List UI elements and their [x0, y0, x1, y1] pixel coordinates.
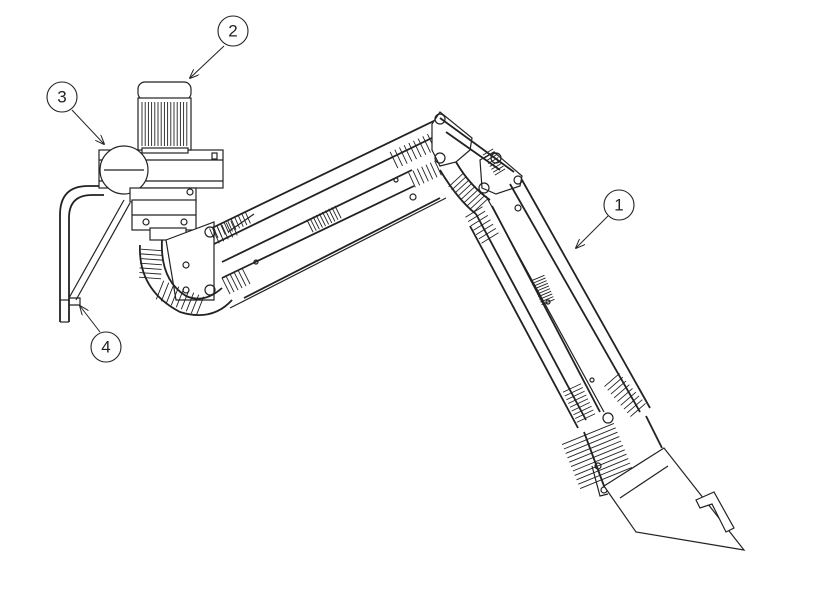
rotary-joint [131, 199, 216, 301]
extraction-hood [603, 447, 746, 551]
elbow-joint [431, 111, 523, 215]
flexible-hose [138, 239, 233, 316]
wall-bracket [59, 185, 131, 323]
flexible-hose-lower [561, 415, 663, 497]
callout-2-label: 2 [228, 22, 237, 41]
motor [137, 81, 192, 154]
callout-arrows [71, 45, 609, 333]
lower-arm [209, 117, 447, 309]
fan-housing [98, 145, 224, 203]
callout-3: 3 [46, 81, 78, 113]
callout-2: 2 [217, 15, 249, 47]
callout-4: 4 [90, 331, 122, 363]
callout-4-label: 4 [101, 338, 110, 357]
callout-3-label: 3 [57, 88, 66, 107]
callout-1-label: 1 [614, 196, 623, 215]
upper-arm [465, 148, 651, 429]
callout-1: 1 [603, 189, 635, 221]
